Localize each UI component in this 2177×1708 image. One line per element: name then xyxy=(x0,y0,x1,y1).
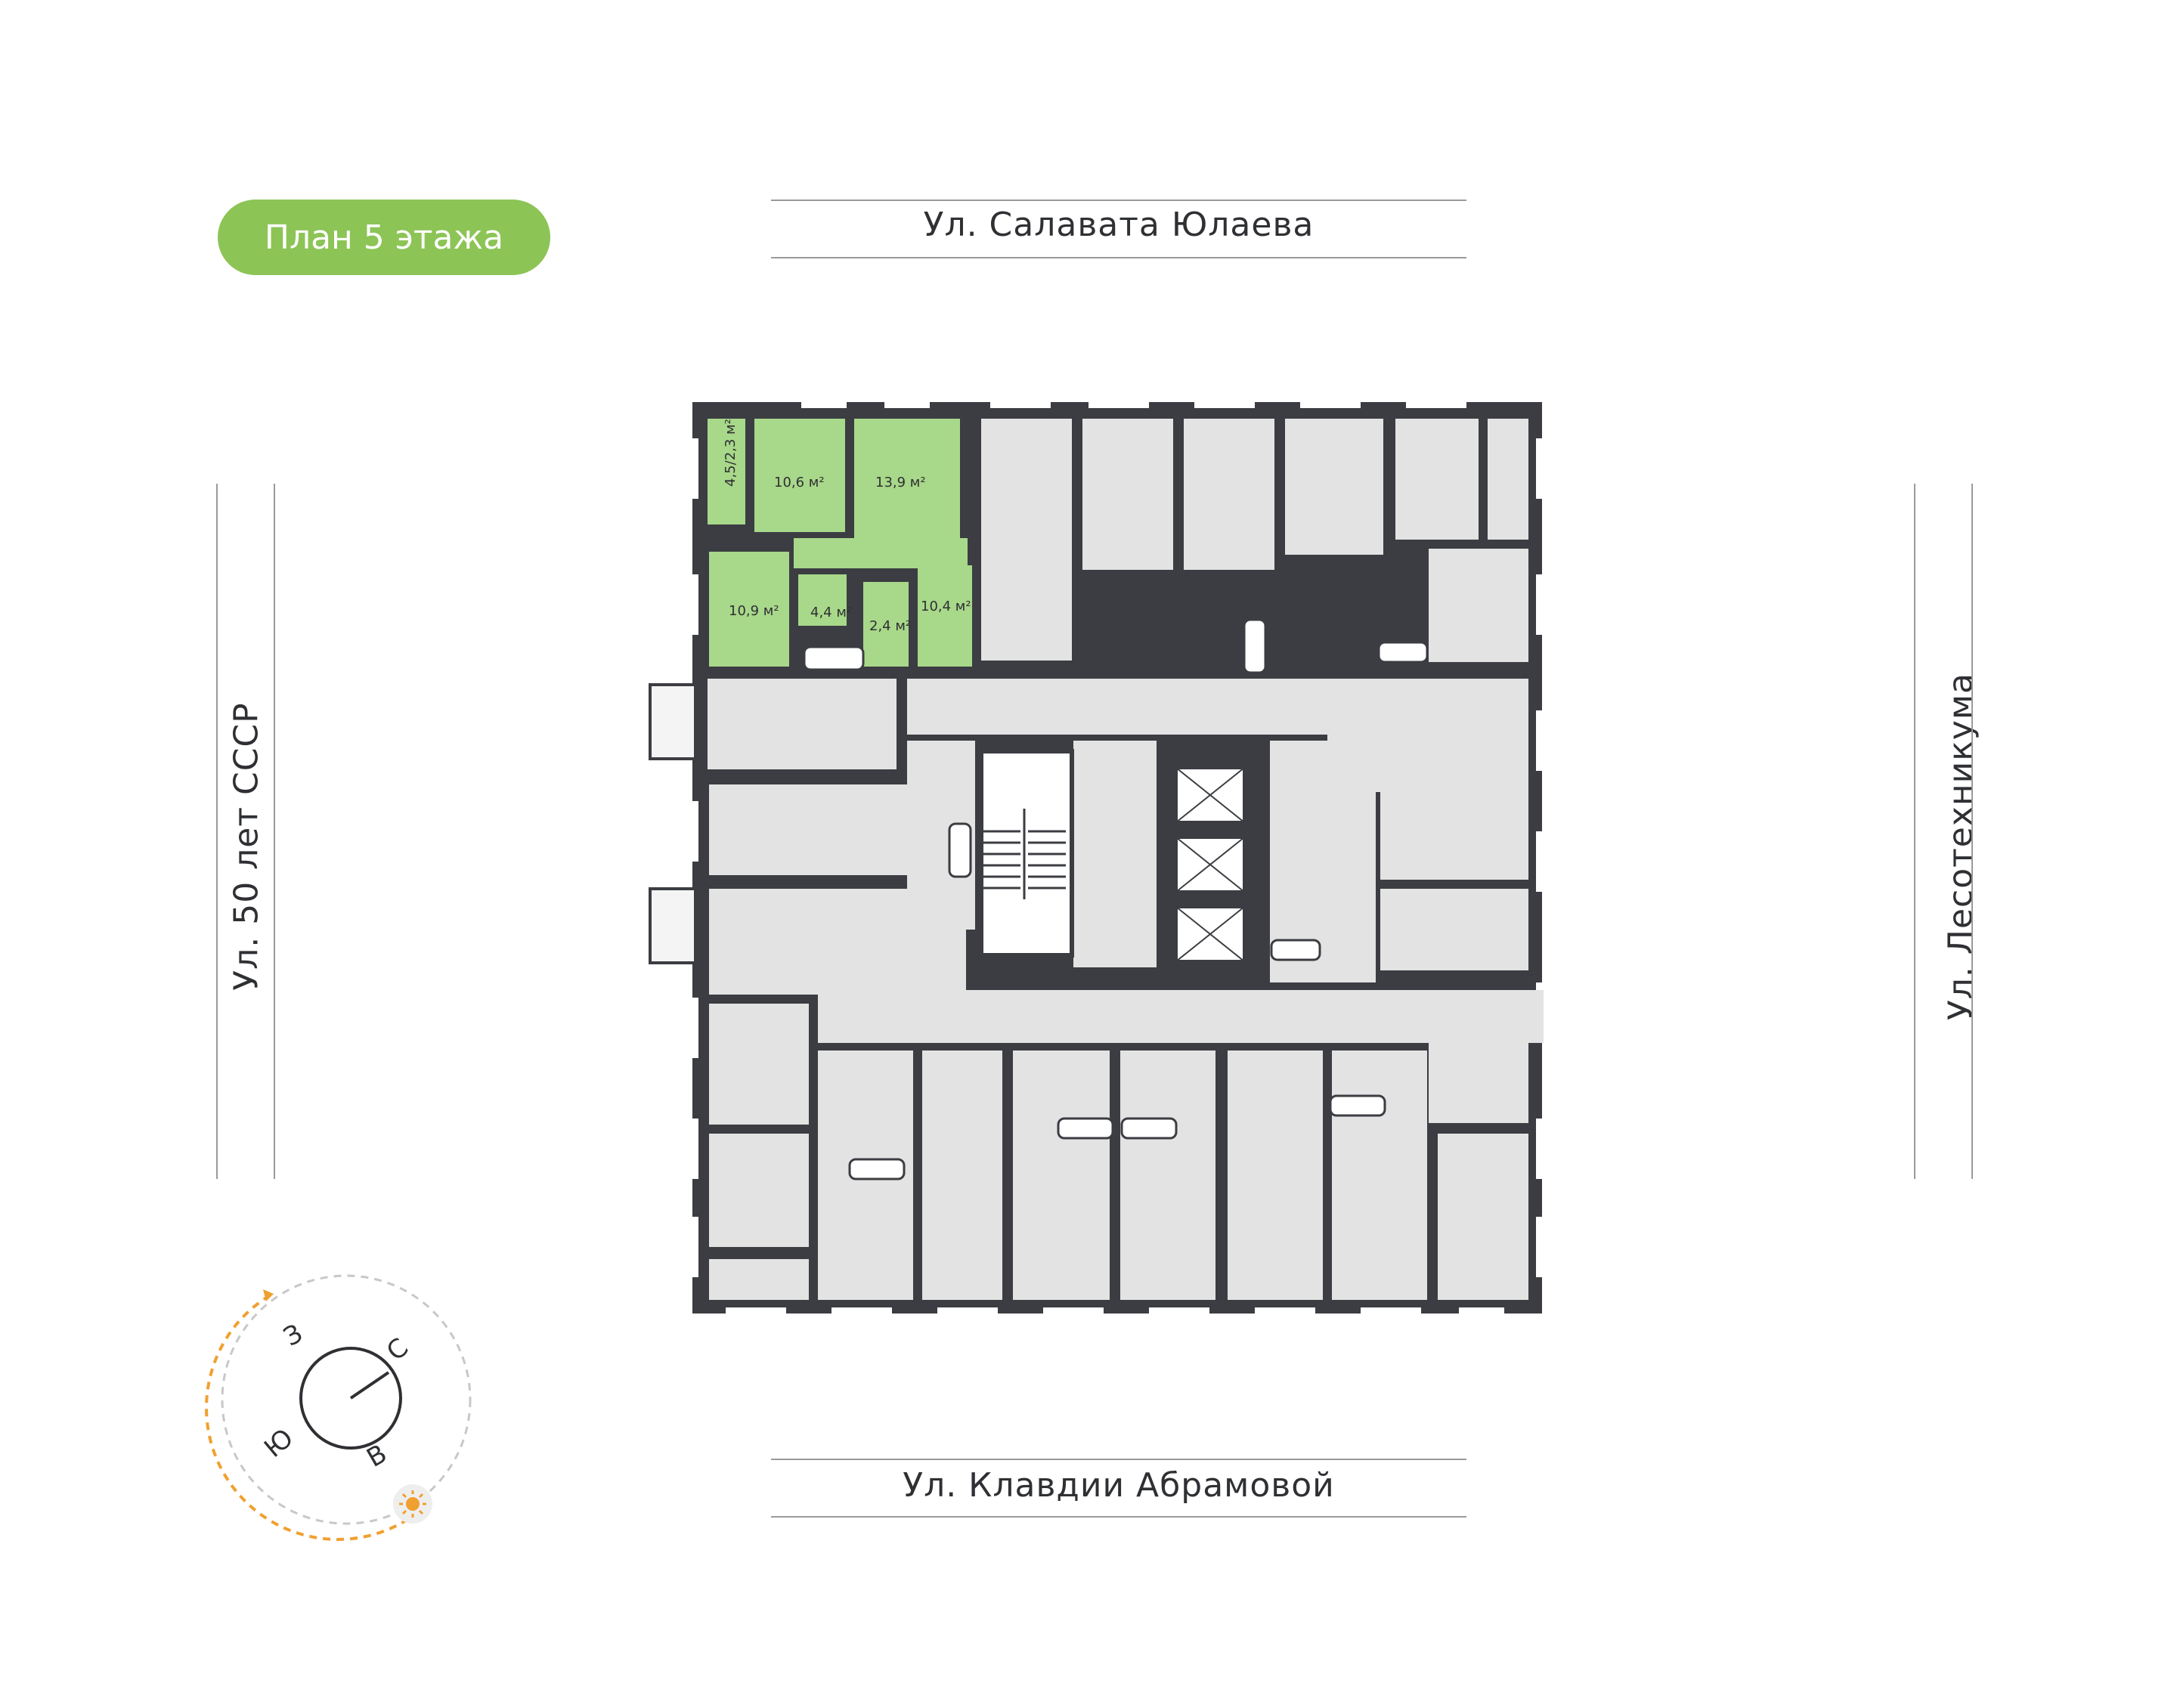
floor-label-badge: План 5 этажа xyxy=(218,200,550,275)
street-top-line-lower xyxy=(771,257,1466,258)
floor-label-text: План 5 этажа xyxy=(264,218,504,257)
street-right-line-inner xyxy=(1914,484,1915,1179)
room-label-6: 10,4 м² xyxy=(921,599,971,614)
selected-apartment xyxy=(708,419,972,667)
balcony-lower xyxy=(649,887,697,964)
core xyxy=(979,749,1246,963)
sun-path xyxy=(205,1295,410,1541)
compass-outer-ring xyxy=(221,1274,472,1525)
street-top-line-upper xyxy=(771,200,1466,201)
street-top: Ул. Салавата Юлаева xyxy=(923,206,1315,244)
sun-path-arrow-icon xyxy=(263,1289,274,1301)
compass-west: З xyxy=(279,1318,308,1353)
sun-icon xyxy=(399,1490,426,1518)
compass: З С Ю В xyxy=(205,1274,472,1541)
street-right-line-outer xyxy=(1971,484,1973,1179)
room-label-3: 10,9 м² xyxy=(729,603,779,619)
compass-needle xyxy=(349,1371,390,1400)
street-bottom: Ул. Клавдии Абрамовой xyxy=(903,1466,1335,1505)
balcony-upper xyxy=(649,683,697,760)
compass-south: Ю xyxy=(259,1423,299,1464)
street-left-line-inner xyxy=(274,484,275,1179)
room-label-4: 4,4 м² xyxy=(810,605,852,620)
room-label-5: 2,4 м² xyxy=(869,618,911,634)
bathtubs xyxy=(803,618,1429,1180)
room-label-1: 10,6 м² xyxy=(774,475,825,490)
rooms xyxy=(708,419,1544,1300)
room-label-balcony: 4,5/2,3 м² xyxy=(723,419,739,487)
street-bottom-line-upper xyxy=(771,1459,1466,1460)
room-label-2: 13,9 м² xyxy=(875,475,926,490)
street-left-line-outer xyxy=(216,484,218,1179)
street-bottom-line-lower xyxy=(771,1516,1466,1518)
